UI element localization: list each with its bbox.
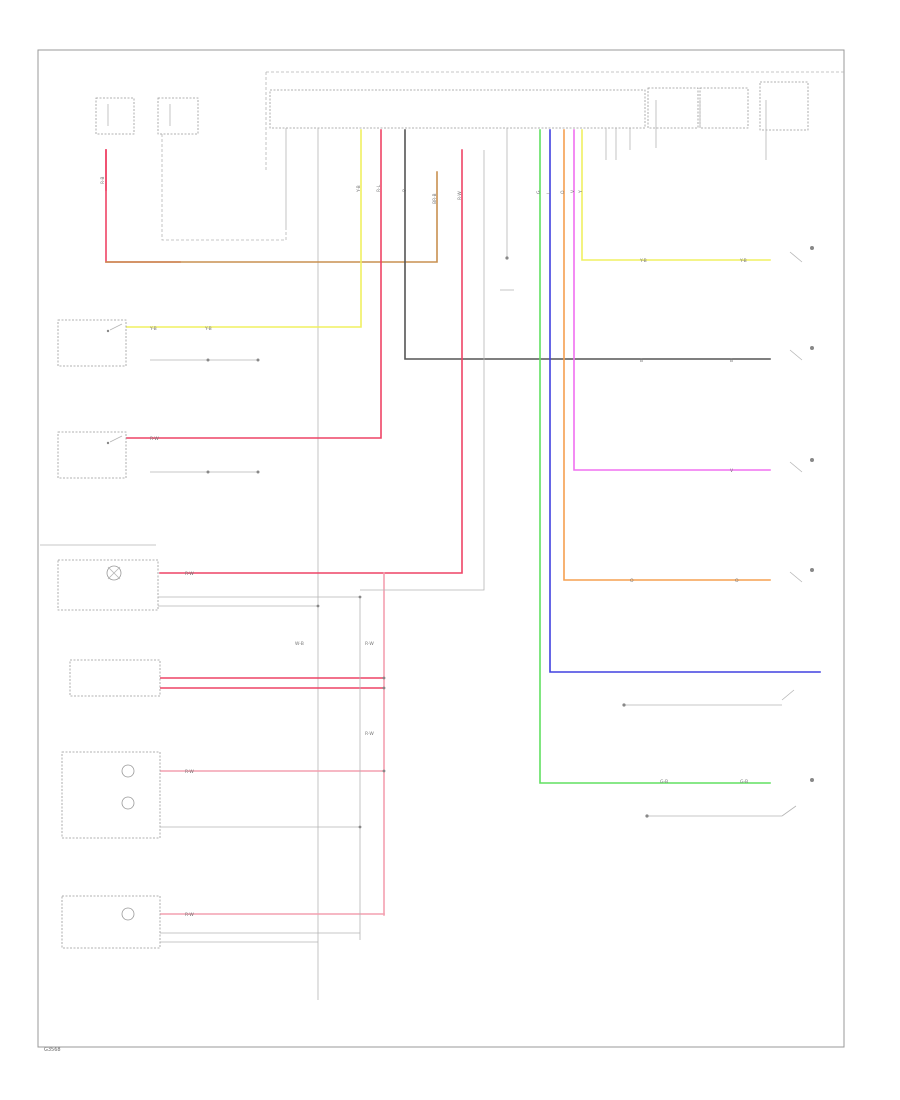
fuse-ground-loop	[161, 134, 287, 241]
left-rear-door-courtesy-switch	[789, 346, 814, 361]
right-rear-door-courtesy-switch	[789, 568, 814, 583]
svg-text:O: O	[630, 578, 634, 584]
svg-text:B: B	[640, 358, 643, 364]
svg-text:V: V	[730, 468, 734, 474]
back-door-courtesy-switch	[645, 778, 814, 818]
ground-symbol-center	[500, 256, 514, 291]
svg-text:B: B	[730, 358, 733, 364]
svg-text:Y-B: Y-B	[204, 326, 212, 332]
svg-text:G: G	[536, 190, 542, 194]
svg-text:BR-B: BR-B	[432, 193, 438, 204]
rear-room-lamp	[61, 895, 161, 949]
ground-symbols-left	[206, 358, 260, 474]
svg-text:R-W: R-W	[365, 731, 374, 737]
svg-text:O: O	[735, 578, 739, 584]
svg-text:L: L	[546, 191, 552, 194]
junction-dots	[316, 595, 386, 829]
svg-text:Y-B: Y-B	[739, 258, 747, 264]
svg-text:R-W: R-W	[150, 436, 159, 442]
svg-text:R-W: R-W	[185, 571, 194, 577]
fuse-block-left	[95, 97, 199, 135]
vanity-lamp-assembly	[69, 659, 161, 697]
front-room-lamp	[40, 544, 159, 611]
left-front-door-courtesy-switch	[789, 458, 814, 473]
diagram-frame	[37, 49, 845, 1048]
diagram-footer-code: G3568	[44, 1047, 61, 1053]
svg-text:Y-B: Y-B	[639, 258, 647, 264]
svg-text:Y-B: Y-B	[149, 326, 157, 332]
svg-text:R-L: R-L	[376, 184, 382, 192]
rear-lamp-assembly	[61, 751, 161, 839]
svg-text:G-B: G-B	[660, 779, 668, 785]
svg-text:W-B: W-B	[295, 641, 304, 647]
svg-text:R-B: R-B	[100, 177, 106, 185]
svg-text:Y-B: Y-B	[356, 185, 362, 193]
left-front-door-switch	[57, 319, 127, 367]
svg-text:O: O	[560, 190, 566, 194]
svg-text:R-W: R-W	[457, 191, 463, 200]
svg-text:R-W: R-W	[185, 769, 194, 775]
right-front-door-switch	[57, 431, 127, 479]
body-control-module	[269, 81, 809, 131]
svg-text:R-W: R-W	[185, 912, 194, 918]
luggage-courtesy-switch	[622, 689, 795, 707]
svg-text:G-B: G-B	[740, 779, 748, 785]
svg-text:R-W: R-W	[365, 641, 374, 647]
svg-text:V: V	[570, 189, 576, 193]
wire-color-codes: R-B BR-B R-W Y-B R-L B G L O V Y Y-B Y-B…	[100, 177, 748, 919]
svg-text:B: B	[402, 189, 408, 192]
svg-text:Y: Y	[578, 190, 584, 194]
module-pin-stubs	[285, 100, 767, 1000]
right-front-door-courtesy-switch	[789, 246, 814, 263]
